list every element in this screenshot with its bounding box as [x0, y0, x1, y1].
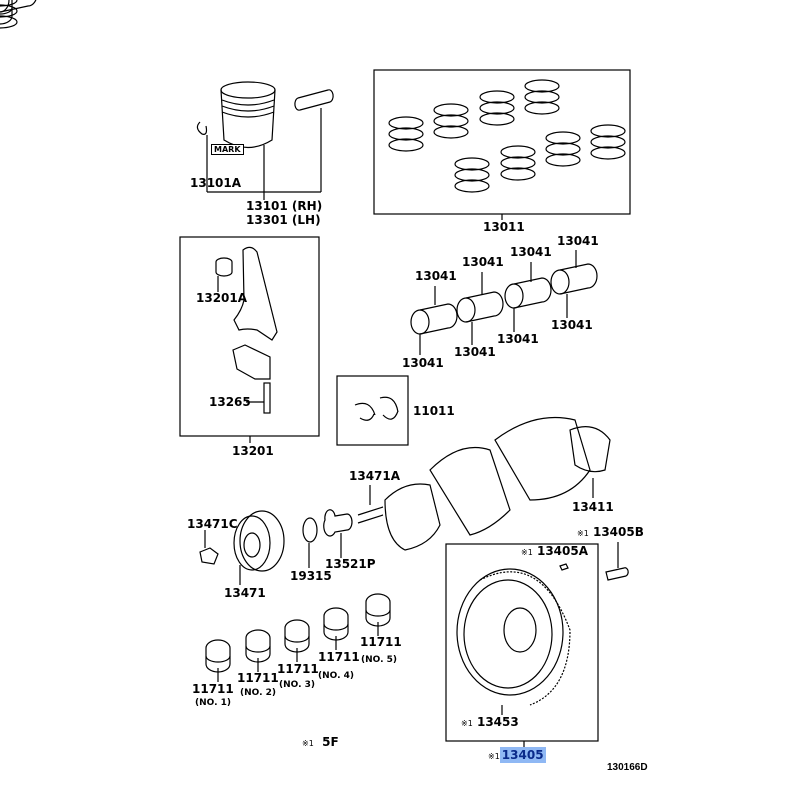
part-13041[interactable]: 13041: [510, 245, 552, 259]
part-13041[interactable]: 13041: [497, 332, 539, 346]
main-bearings-drawing: [0, 0, 391, 682]
highlighted-part-number: 13405: [499, 747, 546, 763]
part-13101A[interactable]: 13101A: [190, 176, 242, 190]
part-13453[interactable]: ※1 13453: [461, 715, 519, 731]
crankshaft-drawing: [357, 416, 611, 551]
bearing-note: (NO. 1): [195, 698, 232, 708]
part-13521P[interactable]: 13521P: [325, 557, 376, 571]
part-number: 13405A: [536, 544, 589, 558]
part-11711[interactable]: 11711: [192, 682, 234, 696]
part-13101[interactable]: 13101 (RH): [246, 199, 323, 213]
diagram-code: 130166D: [607, 762, 648, 773]
part-number: 13453: [476, 715, 519, 729]
note-symbol: ※1: [302, 739, 314, 748]
bearing-note: (NO. 2): [240, 688, 277, 698]
piston-rings-drawing: [0, 0, 626, 193]
mark-label: MARK: [211, 144, 244, 155]
flywheel-box: [445, 543, 599, 742]
part-11711[interactable]: 11711: [277, 662, 319, 676]
part-13405A[interactable]: ※1 13405A: [521, 544, 588, 560]
part-13405B[interactable]: ※1 13405B: [577, 525, 644, 541]
upper-bearings-drawing: [0, 0, 598, 355]
note-symbol: ※1: [521, 548, 533, 557]
bearing-note: (NO. 5): [361, 655, 398, 665]
crank-pulley-drawing: [199, 509, 353, 585]
part-13201A[interactable]: 13201A: [196, 291, 248, 305]
part-13471C[interactable]: 13471C: [187, 517, 238, 531]
part-11711[interactable]: 11711: [360, 635, 402, 649]
part-13265[interactable]: 13265: [209, 395, 251, 409]
part-19315[interactable]: 19315: [290, 569, 332, 583]
thrust-washer-box: [336, 375, 409, 446]
connecting-rod-drawing: [215, 246, 278, 414]
bearing-note: (NO. 4): [318, 671, 355, 681]
part-13041[interactable]: 13041: [551, 318, 593, 332]
part-11011[interactable]: 11011: [413, 404, 455, 418]
part-number: 13405B: [592, 525, 644, 539]
part-13471[interactable]: 13471: [224, 586, 266, 600]
part-13041[interactable]: 13041: [462, 255, 504, 269]
part-13471A[interactable]: 13471A: [349, 469, 401, 483]
footnote-value: 5F: [322, 735, 339, 749]
part-11711[interactable]: 11711: [318, 650, 360, 664]
note-symbol: ※1: [577, 529, 589, 538]
note-symbol: ※1: [461, 719, 473, 728]
piston-drawing: [196, 81, 334, 200]
part-13411[interactable]: 13411: [572, 500, 614, 514]
part-13301[interactable]: 13301 (LH): [246, 213, 321, 227]
footnote: ※1 5F: [302, 735, 339, 751]
part-13041[interactable]: 13041: [415, 269, 457, 283]
part-11711[interactable]: 11711: [237, 671, 279, 685]
part-13041[interactable]: 13041: [402, 356, 444, 370]
part-13041[interactable]: 13041: [454, 345, 496, 359]
part-13041[interactable]: 13041: [557, 234, 599, 248]
bearing-note: (NO. 3): [279, 680, 316, 690]
part-13011[interactable]: 13011: [483, 220, 525, 234]
part-13201[interactable]: 13201: [232, 444, 274, 458]
note-symbol: ※1: [488, 752, 500, 761]
flywheel-drawing: [456, 542, 629, 715]
